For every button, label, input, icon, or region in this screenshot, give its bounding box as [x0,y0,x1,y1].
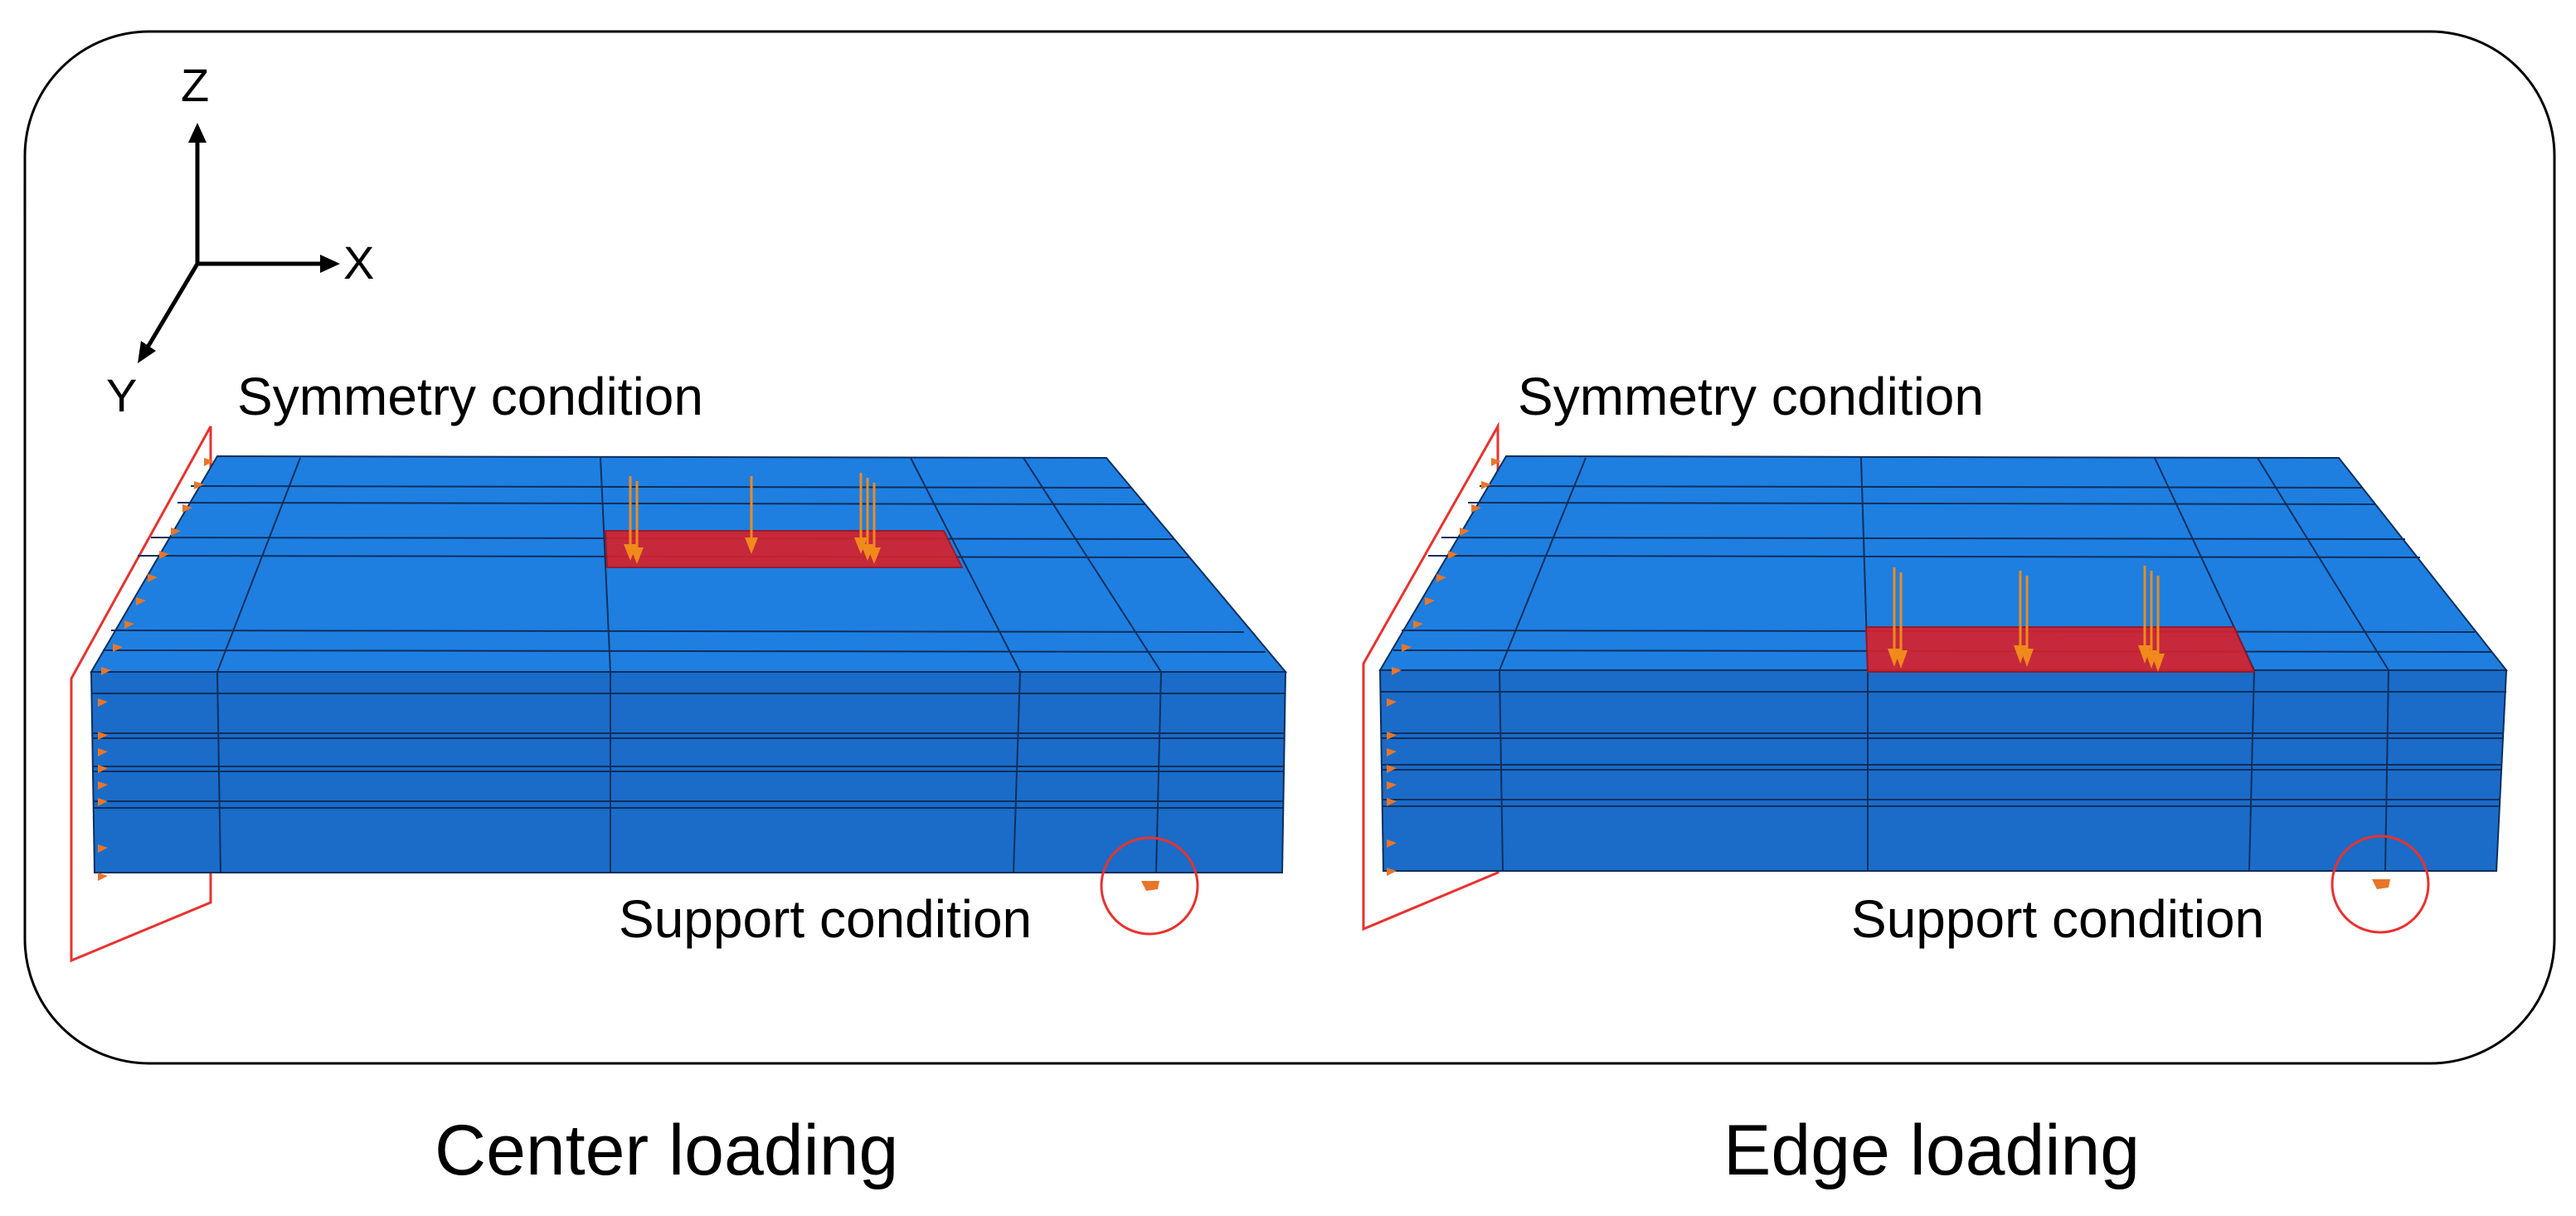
z-axis-arrowhead [188,123,207,143]
plate-mesh-lines [1380,457,2506,872]
load-patch-edge [1864,626,2256,673]
panel-edge-loading: Symmetry condition Support condition Edg… [1362,367,2509,1190]
plate-mesh-lines [91,457,1286,873]
support-condition-label: Support condition [1851,889,2264,949]
z-axis-label: Z [181,59,209,111]
support-highlight-circle [2331,834,2430,934]
y-axis-arrowhead [138,341,156,363]
symmetry-condition-label: Symmetry condition [1518,367,1984,426]
y-axis-label: Y [106,369,137,421]
frame-border [23,30,2556,1065]
x-axis-arrowhead [320,255,340,273]
support-marker [2372,879,2390,889]
load-arrows [624,473,881,564]
symmetry-condition-label: Symmetry condition [237,367,703,426]
panel-caption: Edge loading [1723,1111,2140,1190]
symmetry-markers [1387,458,1501,876]
support-highlight-circle [1100,836,1199,936]
load-arrows [1888,566,2165,672]
support-condition-label: Support condition [619,889,1032,949]
y-axis [143,262,200,352]
panel-caption: Center loading [435,1111,898,1190]
coordinate-axes [138,123,340,363]
load-patch-center [604,530,964,568]
x-axis-label: X [343,236,374,289]
symmetry-markers [98,458,214,881]
panel-center-loading: Symmetry condition Support condition Cen… [70,367,1288,1190]
support-marker [1141,881,1159,891]
